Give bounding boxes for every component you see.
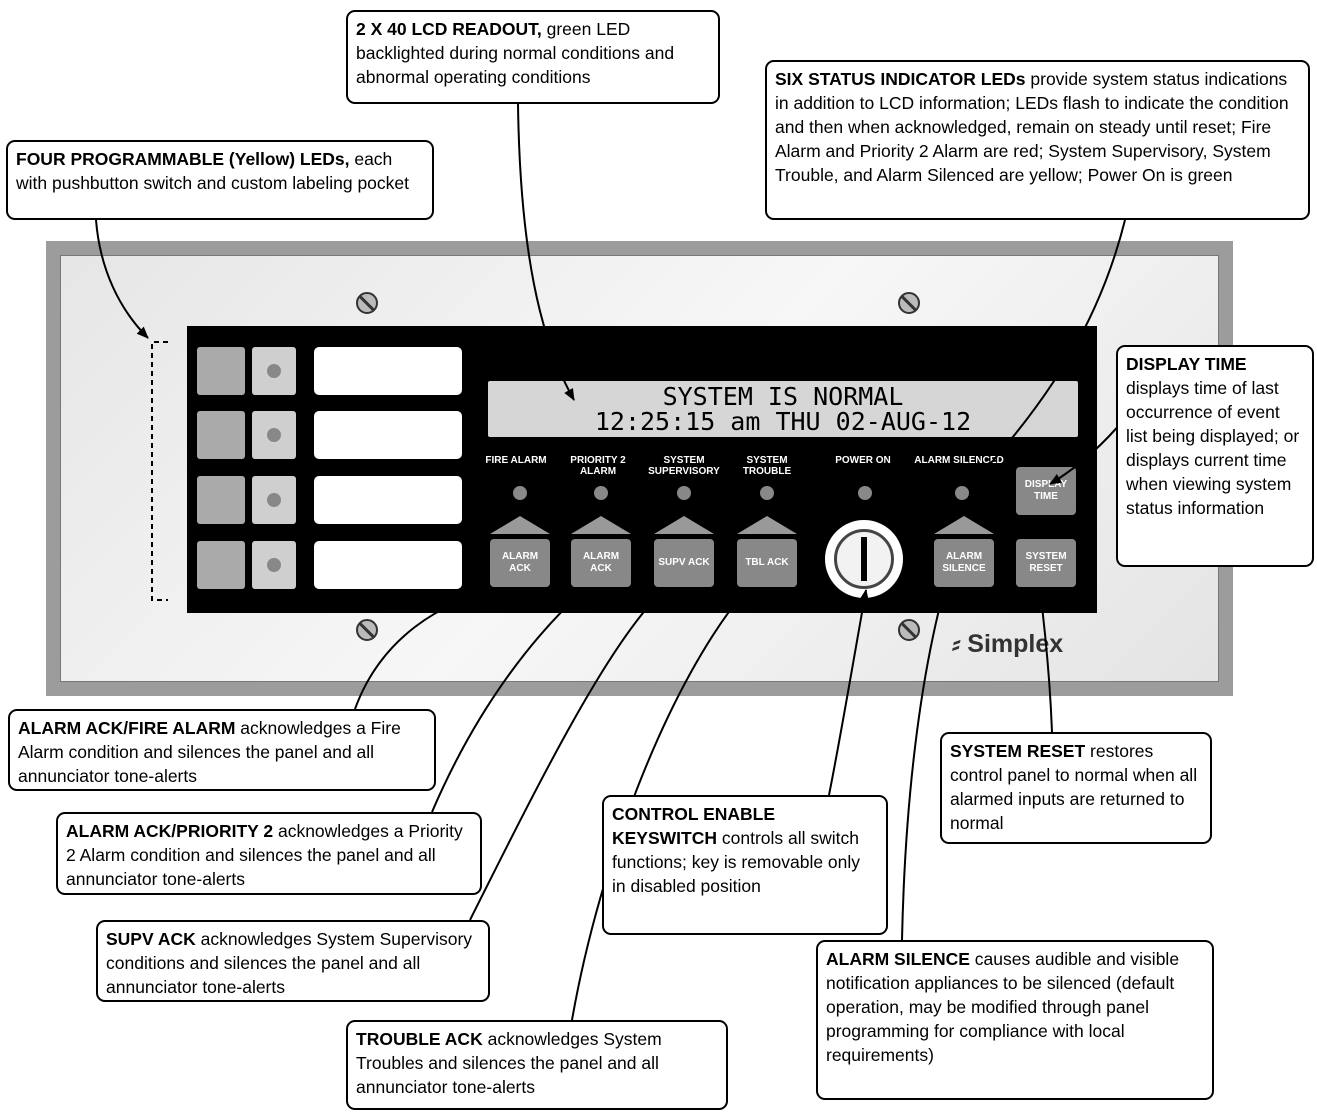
callout-trouble-ack: TROUBLE ACK acknowledges System Troubles… — [346, 1020, 728, 1110]
leader-trouble-ack — [571, 589, 747, 1021]
leader-alarm-ack-fire — [354, 586, 501, 710]
indicator-priority2-label: PRIORITY 2 ALARM — [570, 455, 626, 477]
callout-alarm-ack-priority: ALARM ACK/PRIORITY 2 acknowledges a Prio… — [56, 812, 482, 895]
programmable-button-2[interactable] — [252, 411, 296, 459]
leader-status — [971, 219, 1126, 485]
label-pocket-3 — [314, 476, 462, 524]
keyswitch-icon[interactable] — [822, 517, 906, 601]
leader-system-reset — [1036, 589, 1053, 733]
screw-top-left — [356, 292, 378, 314]
lcd-line-1: SYSTEM IS NORMAL — [662, 382, 904, 411]
callout-status-leds: SIX STATUS INDICATOR LEDs provide system… — [765, 60, 1310, 220]
callout-alarm-ack-fire: ALARM ACK/FIRE ALARM acknowledges a Fire… — [8, 709, 436, 791]
callout-lcd-readout: 2 X 40 LCD READOUT, green LED backlighte… — [346, 10, 720, 104]
trouble-led — [760, 486, 774, 500]
lcd-readout: SYSTEM IS NORMAL 12:25:15 am THU 02-AUG-… — [488, 381, 1078, 437]
bracket-dashed — [151, 341, 168, 601]
alarm-ack-priority-button[interactable]: ALARM ACK — [571, 539, 631, 587]
programmable-button-4[interactable] — [252, 541, 296, 589]
programmable-button-1[interactable] — [252, 347, 296, 395]
callout-system-reset: SYSTEM RESET restores control panel to n… — [940, 732, 1212, 844]
logo-s-icon: ⸗ — [952, 630, 961, 658]
callout-alarm-silence: ALARM SILENCE causes audible and visible… — [816, 940, 1214, 1100]
programmable-led-4 — [197, 541, 245, 589]
supervisory-led — [677, 486, 691, 500]
alarm-silence-button[interactable]: ALARM SILENCE — [934, 539, 994, 587]
leader-supv-ack — [469, 589, 665, 921]
callout-display-time: DISPLAY TIME displays time of last occur… — [1116, 345, 1314, 567]
lcd-line-2: 12:25:15 am THU 02-AUG-12 — [594, 407, 972, 436]
leader-alarm-ack-priority — [431, 589, 585, 813]
supv-ack-button[interactable]: SUPV ACK — [654, 539, 714, 587]
leader-programmable — [95, 219, 149, 339]
screw-bottom-right — [898, 619, 920, 641]
alarm-ack-fire-button[interactable]: ALARM ACK — [490, 539, 550, 587]
screw-top-right — [898, 292, 920, 314]
programmable-led-2 — [197, 411, 245, 459]
indicator-fire-alarm-label: FIRE ALARM — [485, 455, 547, 466]
label-pocket-1 — [314, 347, 462, 395]
callout-keyswitch: CONTROL ENABLE KEYSWITCH controls all sw… — [602, 795, 888, 935]
priority2-led — [594, 486, 608, 500]
power-on-led — [858, 486, 872, 500]
programmable-button-3[interactable] — [252, 476, 296, 524]
indicator-alarm-silenced-label: ALARM SILENCED — [914, 455, 1004, 466]
screw-bottom-left — [356, 619, 378, 641]
tbl-ack-button[interactable]: TBL ACK — [737, 539, 797, 587]
label-pocket-2 — [314, 411, 462, 459]
programmable-led-3 — [197, 476, 245, 524]
programmable-led-1 — [197, 347, 245, 395]
leader-keyswitch — [828, 589, 869, 796]
system-reset-button[interactable]: SYSTEM RESET — [1016, 539, 1076, 587]
leader-lcd — [517, 103, 575, 401]
alarm-silenced-led — [955, 486, 969, 500]
label-pocket-4 — [314, 541, 462, 589]
indicator-supervisory-label: SYSTEM SUPERVISORY — [648, 455, 720, 477]
indicator-trouble-label: SYSTEM TROUBLE — [742, 455, 792, 477]
callout-supv-ack: SUPV ACK acknowledges System Supervisory… — [96, 920, 490, 1002]
display-time-button[interactable]: DISPLAY TIME — [1016, 467, 1076, 515]
fire-alarm-led — [513, 486, 527, 500]
indicator-power-on-label: POWER ON — [835, 455, 891, 466]
leader-alarm-silence — [901, 589, 946, 941]
callout-programmable-leds: FOUR PROGRAMMABLE (Yellow) LEDs, each wi… — [6, 140, 434, 220]
